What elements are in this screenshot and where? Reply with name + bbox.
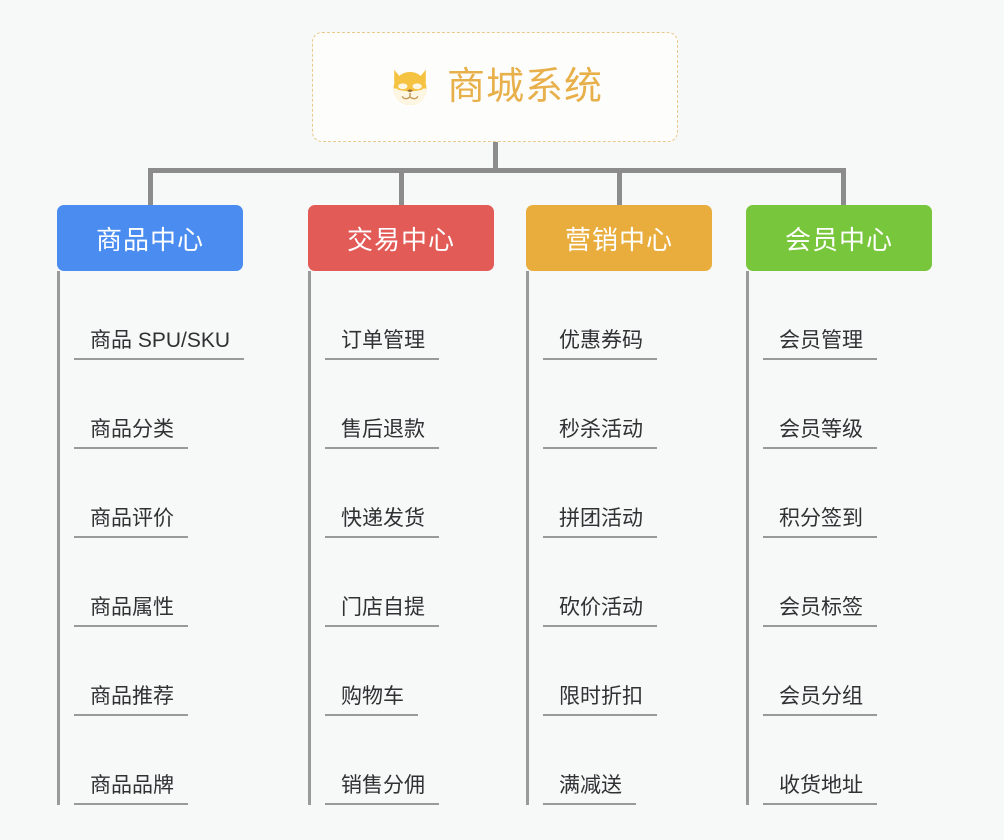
list-item-label: 快递发货 [325, 507, 439, 538]
list-item-label: 商品品牌 [74, 774, 188, 805]
list-item-label: 限时折扣 [543, 685, 657, 716]
branch-column-marketing-center: 营销中心 优惠券码 秒杀活动 拼团活动 砍价活动 限时折扣 满减送 [526, 205, 712, 805]
root-node[interactable]: 商城系统 [312, 32, 678, 142]
branch-header-product-center[interactable]: 商品中心 [57, 205, 243, 271]
connector-drop-3 [617, 168, 622, 208]
list-item-label: 满减送 [543, 774, 636, 805]
list-item[interactable]: 优惠券码 [543, 271, 712, 360]
branch-column-trade-center: 交易中心 订单管理 售后退款 快递发货 门店自提 购物车 销售分佣 [308, 205, 494, 805]
list-item-label: 优惠券码 [543, 329, 657, 360]
connector-drop-2 [399, 168, 404, 208]
branch-header-trade-center[interactable]: 交易中心 [308, 205, 494, 271]
list-item[interactable]: 商品品牌 [74, 716, 243, 805]
list-item[interactable]: 商品分类 [74, 360, 243, 449]
list-item[interactable]: 会员分组 [763, 627, 932, 716]
list-item[interactable]: 砍价活动 [543, 538, 712, 627]
list-item-label: 会员分组 [763, 685, 877, 716]
list-item[interactable]: 商品属性 [74, 538, 243, 627]
branch-column-product-center: 商品中心 商品 SPU/SKU 商品分类 商品评价 商品属性 商品推荐 商品品牌 [57, 205, 245, 805]
branch-items-marketing-center: 优惠券码 秒杀活动 拼团活动 砍价活动 限时折扣 满减送 [526, 271, 712, 805]
branch-items-member-center: 会员管理 会员等级 积分签到 会员标签 会员分组 收货地址 [746, 271, 932, 805]
branch-header-label: 营销中心 [564, 224, 673, 255]
list-item-label: 秒杀活动 [543, 418, 657, 449]
list-item[interactable]: 拼团活动 [543, 449, 712, 538]
branch-header-marketing-center[interactable]: 营销中心 [526, 205, 712, 271]
list-item-label: 积分签到 [763, 507, 877, 538]
list-item[interactable]: 限时折扣 [543, 627, 712, 716]
list-item[interactable]: 快递发货 [325, 449, 494, 538]
connector-horizontal-bus [148, 168, 846, 173]
list-item[interactable]: 订单管理 [325, 271, 494, 360]
branch-header-label: 交易中心 [346, 224, 455, 255]
shiba-dog-icon [393, 69, 427, 105]
list-item-label: 门店自提 [325, 596, 439, 627]
list-item[interactable]: 收货地址 [763, 716, 932, 805]
connector-drop-1 [148, 168, 153, 208]
list-item-label: 商品分类 [74, 418, 188, 449]
list-item-label: 商品推荐 [74, 685, 188, 716]
list-item-label: 订单管理 [325, 329, 439, 360]
list-item[interactable]: 积分签到 [763, 449, 932, 538]
list-item-label: 砍价活动 [543, 596, 657, 627]
list-item-label: 拼团活动 [543, 507, 657, 538]
list-item[interactable]: 售后退款 [325, 360, 494, 449]
list-item-label: 商品评价 [74, 507, 188, 538]
list-item-label: 商品 SPU/SKU [74, 329, 245, 360]
branch-header-member-center[interactable]: 会员中心 [746, 205, 932, 271]
connector-root-stem [493, 142, 498, 170]
list-item[interactable]: 会员管理 [763, 271, 932, 360]
list-item-label: 会员等级 [763, 418, 877, 449]
list-item[interactable]: 会员标签 [763, 538, 932, 627]
branch-header-label: 商品中心 [95, 224, 204, 255]
branch-items-product-center: 商品 SPU/SKU 商品分类 商品评价 商品属性 商品推荐 商品品牌 [57, 271, 245, 805]
list-item-label: 会员标签 [763, 596, 877, 627]
list-item-label: 售后退款 [325, 418, 439, 449]
list-item-label: 销售分佣 [325, 774, 439, 805]
list-item[interactable]: 销售分佣 [325, 716, 494, 805]
list-item[interactable]: 商品 SPU/SKU [74, 271, 245, 360]
branch-header-label: 会员中心 [784, 224, 893, 255]
list-item[interactable]: 满减送 [543, 716, 712, 805]
list-item-label: 会员管理 [763, 329, 877, 360]
list-item-label: 收货地址 [763, 774, 877, 805]
list-item[interactable]: 购物车 [325, 627, 494, 716]
list-item[interactable]: 会员等级 [763, 360, 932, 449]
connector-drop-4 [841, 168, 846, 208]
list-item[interactable]: 门店自提 [325, 538, 494, 627]
branch-items-trade-center: 订单管理 售后退款 快递发货 门店自提 购物车 销售分佣 [308, 271, 494, 805]
list-item-label: 商品属性 [74, 596, 188, 627]
list-item[interactable]: 秒杀活动 [543, 360, 712, 449]
list-item[interactable]: 商品推荐 [74, 627, 243, 716]
list-item[interactable]: 商品评价 [74, 449, 243, 538]
list-item-label: 购物车 [325, 685, 418, 716]
branch-column-member-center: 会员中心 会员管理 会员等级 积分签到 会员标签 会员分组 收货地址 [746, 205, 932, 805]
root-title: 商城系统 [446, 66, 603, 108]
